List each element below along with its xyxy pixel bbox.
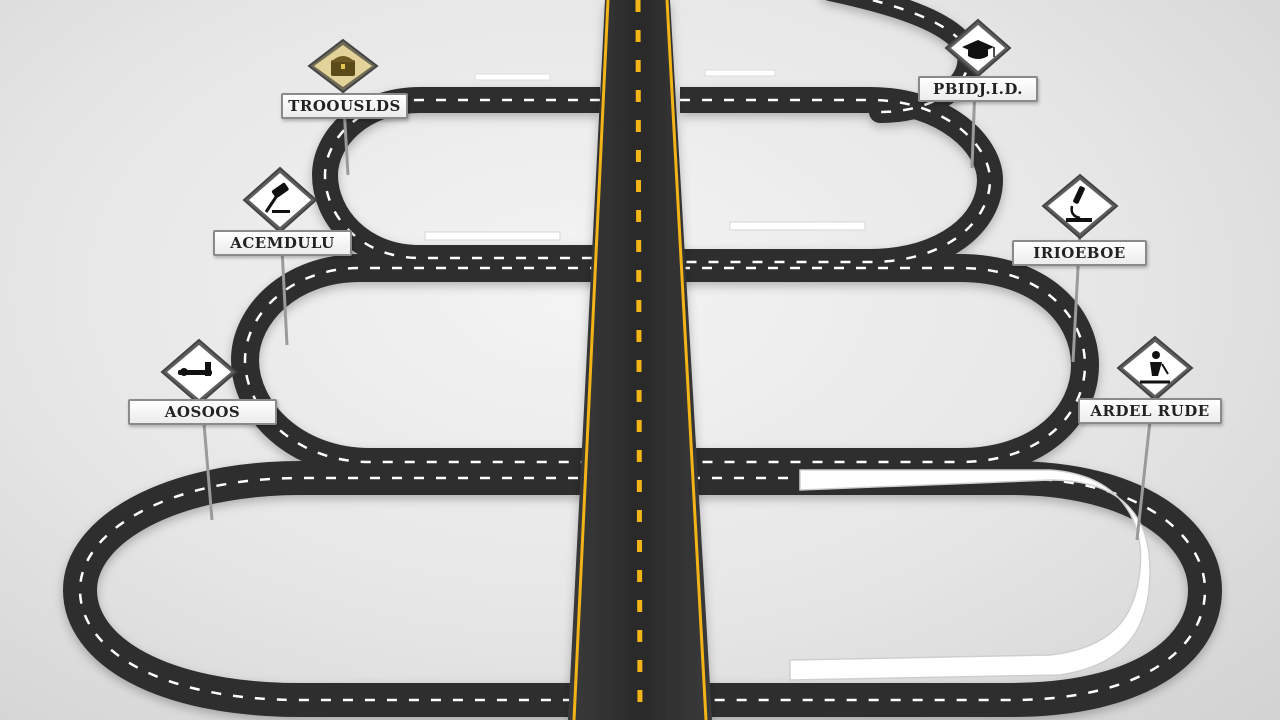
highway-edge-left	[572, 0, 610, 720]
tools-icon	[178, 362, 212, 376]
road-middle-right-loop	[680, 254, 1099, 476]
central-highway	[568, 0, 712, 720]
diamond-sign-gavel	[242, 166, 318, 234]
sign-label-irioeboe: IRIOEBOE	[1012, 240, 1147, 266]
sign-label-pbidjid: PBIDJ.I.D.	[918, 76, 1038, 102]
highway-center-line	[635, 0, 643, 720]
diamond-sign-microscope	[1041, 173, 1119, 240]
barrier	[474, 73, 551, 81]
highway-edge-right	[665, 0, 708, 720]
treasure-chest-icon	[331, 56, 355, 76]
barrier	[729, 221, 866, 231]
road-middle-left-loop	[231, 254, 600, 476]
sign-label-acemdulu: ACEMDULU	[213, 230, 352, 256]
barrier	[704, 69, 776, 77]
sign-label-ardel-rude: ARDEL RUDE	[1078, 398, 1222, 424]
sign-label-troouslds: TROOUSLDS	[281, 93, 408, 119]
gavel-icon	[264, 182, 290, 213]
barrier-curved	[789, 469, 1151, 681]
microscope-icon	[1066, 186, 1092, 222]
diamond-sign-treasure-chest	[307, 38, 379, 94]
road-bottom-right-loop	[690, 461, 1222, 717]
diamond-sign-worker	[1116, 335, 1194, 402]
guard-barriers	[424, 69, 1151, 681]
diamond-sign-tools	[160, 338, 238, 406]
road-bottom-left-loop	[63, 461, 600, 717]
worker-icon	[1140, 351, 1170, 384]
graduation-cap-icon	[962, 40, 995, 59]
barrier	[424, 231, 561, 241]
sign-label-aosoos: AOSOOS	[128, 399, 277, 425]
road-top-right-loop	[680, 87, 1003, 275]
right-loop-roads	[680, 0, 1222, 717]
